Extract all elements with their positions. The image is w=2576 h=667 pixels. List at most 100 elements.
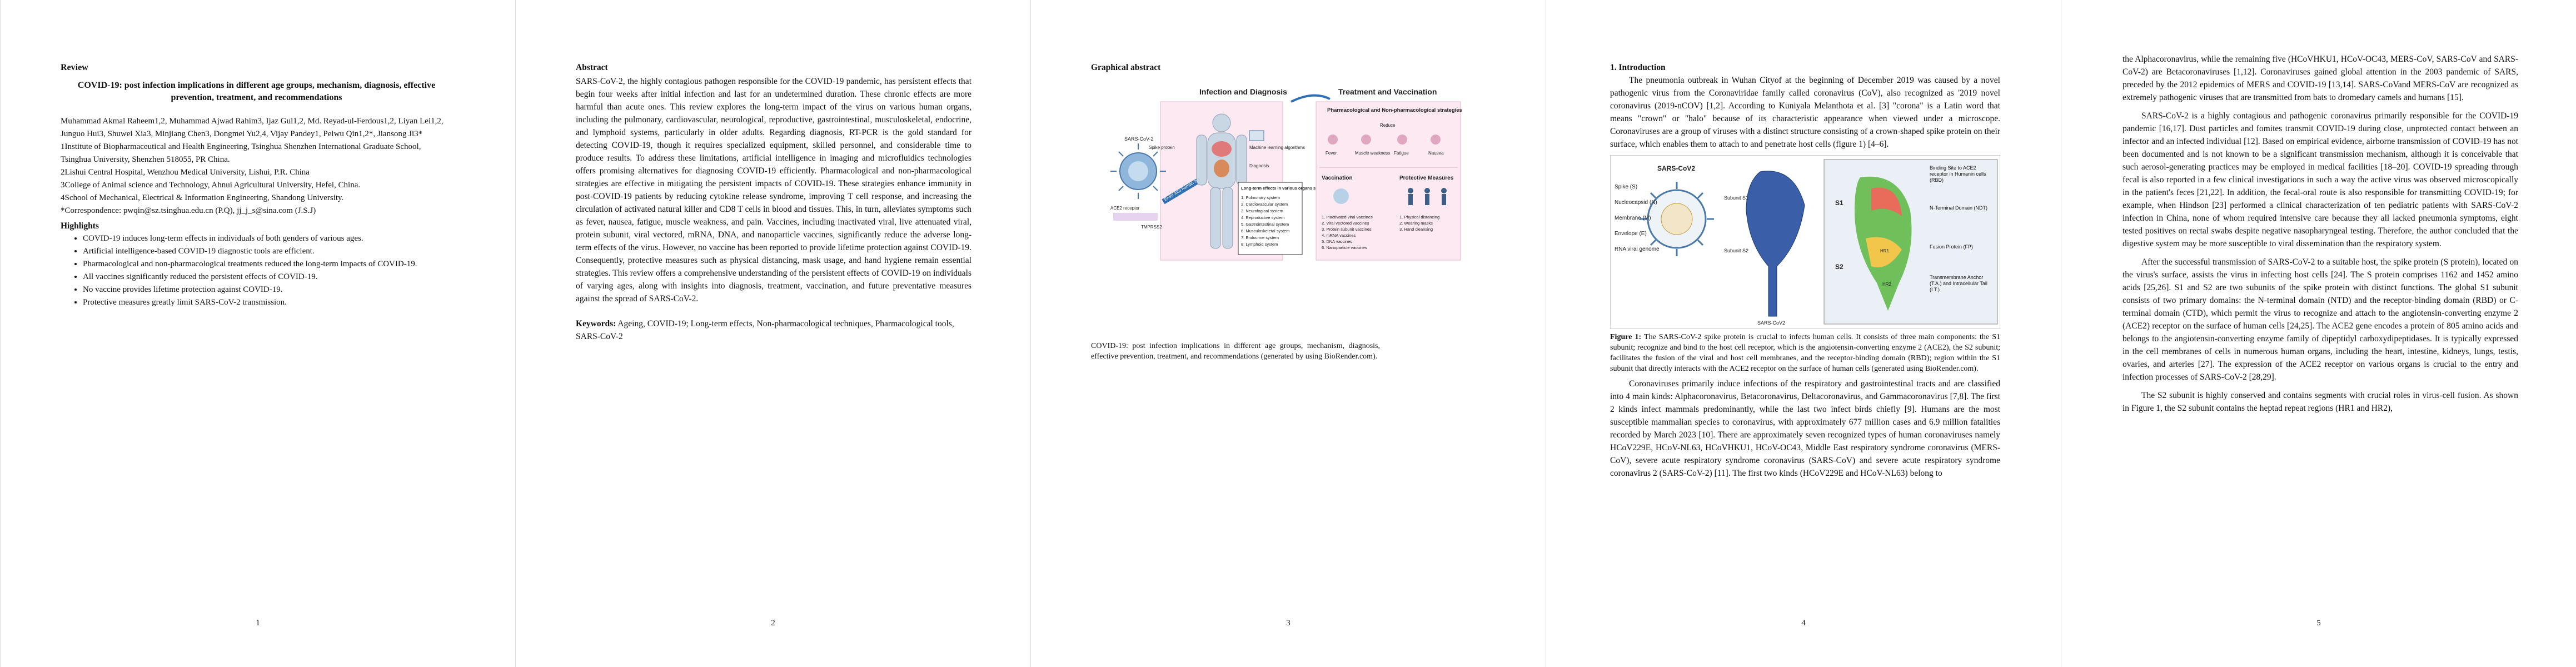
graphical-abstract-svg: Infection and Diagnosis Treatment and Va… <box>1110 87 1462 261</box>
link-arrow <box>1291 94 1331 103</box>
long-term-item: 8. Lymphoid system <box>1241 242 1278 247</box>
figure-1-caption: Figure 1: The SARS-CoV-2 spike protein i… <box>1610 332 2000 374</box>
symptom-item: Nausea <box>1428 151 1444 156</box>
long-term-title: Long-term effects in various organs syst… <box>1241 186 1332 191</box>
treatment-panel <box>1316 101 1461 261</box>
vacc-list: 1. Inactivated viral vaccines 2. Viral v… <box>1322 215 1373 250</box>
virus-label: SARS-CoV-2 <box>1124 136 1154 142</box>
page-1: Review COVID-19: post infection implicat… <box>0 0 515 667</box>
hr-label: HR1 <box>1880 248 1890 253</box>
symptom-item: Fatigue <box>1394 151 1409 156</box>
keywords-label: Keywords: <box>576 319 616 328</box>
long-term-item: 6. Musculoskeletal system <box>1241 228 1290 233</box>
long-term-item: 5. Gastrointestinal system <box>1241 222 1289 227</box>
cell-membrane <box>1113 213 1158 221</box>
protect-title: Protective Measures <box>1399 175 1454 181</box>
long-term-item: 2. Cardiovascular system <box>1241 202 1288 207</box>
page-number: 5 <box>2316 619 2321 628</box>
long-term-item: 3. Neurological system <box>1241 208 1283 213</box>
page-2: Abstract SARS-CoV-2, the highly contagio… <box>515 0 1030 667</box>
hr-label: HR2 <box>1882 282 1892 287</box>
part-label: Membrane (M) <box>1615 215 1651 221</box>
highlight-item: COVID-19 induces long-term effects in in… <box>83 232 452 245</box>
protect-item: 1. Physical distancing <box>1399 215 1439 220</box>
diagnosis-label: Diagnosis <box>1249 163 1269 168</box>
vacc-item: 4. mRNA vaccines <box>1322 233 1356 238</box>
long-term-item: 1. Pulmonary system <box>1241 195 1280 200</box>
ace2-label: ACE2 receptor <box>1110 206 1140 211</box>
treatment-title: Treatment and Vaccination <box>1338 87 1437 96</box>
page-number: 2 <box>771 619 775 628</box>
paper-title: COVID-19: post infection implications in… <box>77 81 436 102</box>
article-type-label: Review <box>61 63 88 72</box>
graphical-abstract-figure: Infection and Diagnosis Treatment and Va… <box>1108 79 1463 341</box>
domain-label: Fusion Protein (FP) <box>1930 244 1974 250</box>
highlight-item: No vaccine provides lifetime protection … <box>83 283 452 296</box>
abstract-heading: Abstract <box>576 63 608 72</box>
reduce-label: Reduce <box>1380 123 1396 128</box>
protect-list: 1. Physical distancing 2. Wearing masks … <box>1399 215 1439 232</box>
highlights-heading: Highlights <box>61 221 99 231</box>
virus-genome <box>1661 203 1693 235</box>
graphical-abstract-heading: Graphical abstract <box>1091 63 1161 72</box>
part-label: Envelope (E) <box>1615 231 1647 237</box>
page-4: 1. Introduction The pneumonia outbreak i… <box>1546 0 2061 667</box>
vacc-item: 3. Protein subunit vaccines <box>1322 227 1372 232</box>
computer-icon <box>1249 130 1264 141</box>
domain-labels: Binding Site to ACE2 receptor in Humanin… <box>1930 165 1988 292</box>
highlight-item: All vaccines significantly reduced the p… <box>83 271 452 283</box>
keywords: Keywords: Ageing, COVID-19; Long-term ef… <box>576 317 971 343</box>
abstract-text: SARS-CoV-2, the highly contagious pathog… <box>576 77 971 303</box>
hr-region <box>1866 237 1902 267</box>
paragraph: the Alphacoronavirus, while the remainin… <box>2122 54 2518 102</box>
part-label: Spike (S) <box>1615 184 1637 190</box>
affiliation-1: 1Institute of Biopharmaceutical and Heal… <box>61 142 421 164</box>
paragraph: SARS-CoV-2 is a highly contagious and pa… <box>2122 111 2518 248</box>
page-4-content: 1. Introduction The pneumonia outbreak i… <box>1610 61 2001 480</box>
long-term-item: 7. Endocrine system <box>1241 235 1279 240</box>
people-icon <box>1408 188 1447 205</box>
affiliation-2: 2Lishui Central Hospital, Wenzhou Medica… <box>61 168 310 177</box>
s2-label: S2 <box>1835 263 1843 271</box>
vaccine-icon <box>1333 188 1349 204</box>
vacc-item: 2. Viral vectored vaccines <box>1322 221 1369 226</box>
pharm-title: Pharmacological and Non-pharmacological … <box>1327 107 1462 113</box>
symptom-item: Muscle weakness <box>1355 151 1390 156</box>
domain-label: N-Terminal Domain (NDT) <box>1930 205 1988 211</box>
spike-protein <box>1746 171 1805 317</box>
long-term-item: 4. Reproductive system <box>1241 215 1284 220</box>
spike-name: SARS-CoV2 <box>1757 320 1785 326</box>
long-term-list: 1. Pulmonary system 2. Cardiovascular sy… <box>1241 195 1290 247</box>
highlight-item: Protective measures greatly limit SARS-C… <box>83 296 452 309</box>
page-number: 3 <box>1286 619 1291 628</box>
tmprss2-label: TMPRSS2 <box>1141 225 1162 230</box>
page-number: 4 <box>1801 619 1806 628</box>
caption-label: Figure 1: <box>1610 333 1642 341</box>
human-body-icon <box>1196 113 1247 249</box>
graphical-abstract-caption: COVID-19: post infection implications in… <box>1091 342 1380 361</box>
vacc-item: 1. Inactivated viral vaccines <box>1322 215 1373 220</box>
paragraph: After the successful transmission of SAR… <box>2122 257 2518 382</box>
infection-title: Infection and Diagnosis <box>1199 87 1287 96</box>
virus-spikes <box>1640 182 1714 256</box>
symptom-list: Fever Muscle weakness Fatigue Nausea <box>1326 135 1444 156</box>
subunit-label: Subunit S1 <box>1724 195 1748 201</box>
vacc-item: 5. DNA vaccines <box>1322 239 1352 244</box>
protect-item: 2. Wearing masks <box>1399 221 1433 226</box>
highlights-list: COVID-19 induces long-term effects in in… <box>61 232 452 309</box>
virus-parts: Spike (S) Nucleocapsid (N) Membrane (M) … <box>1615 184 1660 252</box>
highlight-item: Artificial intelligence-based COVID-19 d… <box>83 245 452 258</box>
vacc-title: Vaccination <box>1322 175 1353 181</box>
author-list: Muhammad Akmal Raheem1,2, Muhammad Ajwad… <box>61 117 444 138</box>
symptom-item: Fever <box>1326 151 1337 156</box>
affiliation-3: 3College of Animal science and Technolog… <box>61 181 361 190</box>
highlight-item: Pharmacological and non-pharmacological … <box>83 258 452 271</box>
rbd-region <box>1871 187 1902 216</box>
keywords-text: Ageing, COVID-19; Long-term effects, Non… <box>576 319 954 341</box>
ml-label: Machine learning algorithms <box>1249 145 1305 150</box>
long-term-box <box>1238 182 1303 255</box>
figure-1-svg: SARS-CoV2 Spike (S) Nucleocapsid (N) Mem… <box>1610 155 2001 329</box>
s1-label: S1 <box>1835 199 1843 207</box>
page-3: Graphical abstract Infection and Diagnos… <box>1030 0 1546 667</box>
paragraph: The pneumonia outbreak in Wuhan Cityof a… <box>1610 76 2000 149</box>
